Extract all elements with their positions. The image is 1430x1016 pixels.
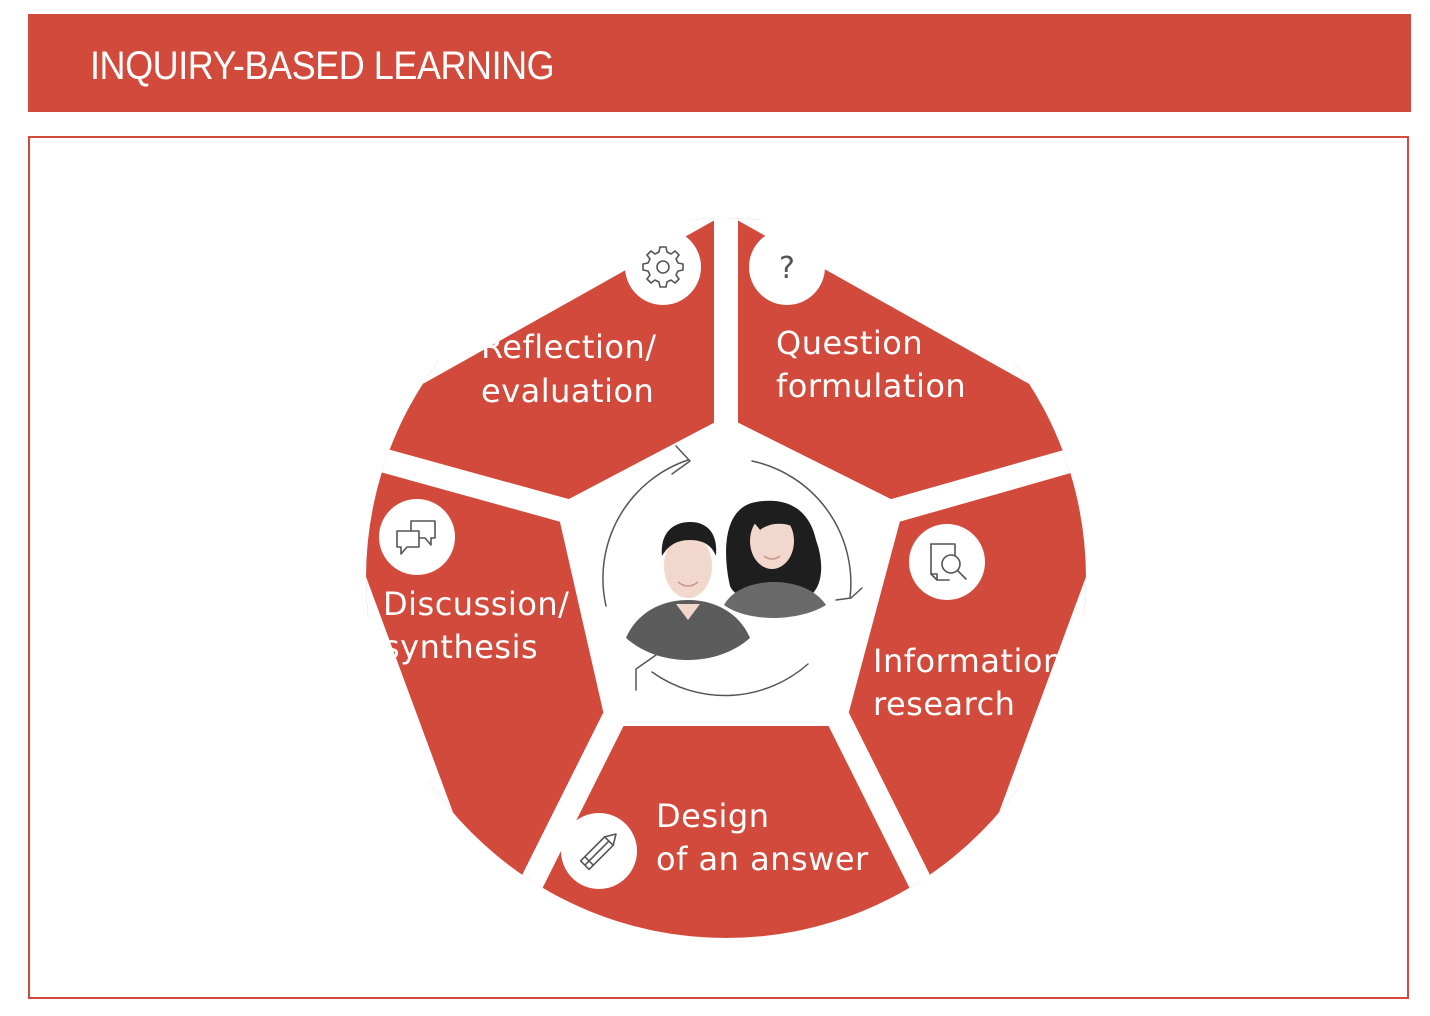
arrowhead-upper-left [671, 445, 691, 475]
arrow-right [751, 460, 852, 599]
reflection-icon-badge [625, 229, 701, 305]
header-bar: INQUIRY-BASED LEARNING [28, 14, 1411, 112]
page-title: INQUIRY-BASED LEARNING [90, 44, 555, 88]
arrowhead-right [835, 587, 863, 601]
question-label-line2: formulation [776, 367, 966, 405]
diagram-frame [28, 136, 1409, 999]
design-icon-badge [561, 813, 637, 889]
question-icon-badge: ? [749, 229, 825, 305]
information-label-line1: Information [873, 642, 1064, 680]
gear-icon [642, 246, 684, 288]
information-label-line2: research [873, 685, 1015, 723]
pencil-icon [579, 833, 617, 871]
people-icon [626, 500, 826, 660]
arrow-upper-left [602, 459, 689, 607]
discussion-icon-badge [379, 499, 455, 575]
reflection-label-line2: evaluation [481, 372, 654, 410]
question-icon: ? [779, 251, 795, 286]
design-label-line1: Design [656, 797, 769, 835]
arrow-bottom [651, 663, 809, 697]
reflection-label-line1: Reflection/ [481, 328, 657, 366]
arrowhead-bottom [635, 654, 657, 691]
design-label-line2: of an answer [656, 840, 869, 878]
segment-discussion [366, 426, 628, 938]
discussion-label-line1: Discussion/ [383, 585, 569, 623]
cycle-arrows [602, 445, 863, 697]
chat-bubbles-icon [396, 520, 436, 555]
document-search-icon [930, 543, 967, 581]
question-label-line1: Question [776, 324, 923, 362]
step-labels: Reflection/ evaluation Question formulat… [383, 324, 1064, 878]
discussion-label-line2: synthesis [383, 628, 538, 666]
information-icon-badge [909, 524, 985, 600]
